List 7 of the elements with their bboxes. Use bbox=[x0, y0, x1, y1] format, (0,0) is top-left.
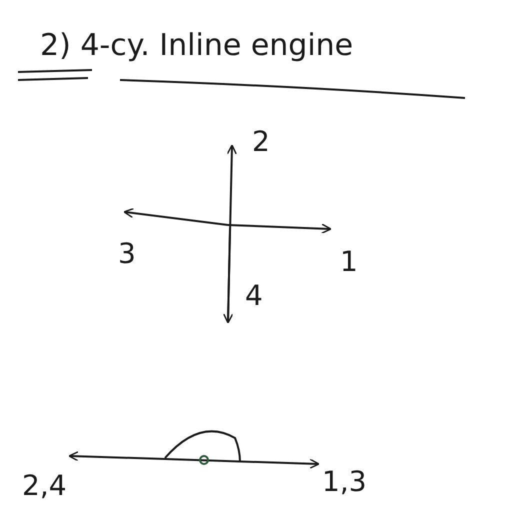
cylinder-number: 3 bbox=[118, 240, 136, 268]
cylinder-number: 2,4 bbox=[22, 472, 67, 500]
cylinder-number: 2 bbox=[252, 128, 270, 156]
cylinder-number: 4 bbox=[245, 282, 263, 310]
cylinder-number: 1,3 bbox=[322, 468, 367, 496]
heading: 2) 4-cy. Inline engine bbox=[40, 28, 354, 63]
cylinder-number: 1 bbox=[340, 248, 358, 276]
